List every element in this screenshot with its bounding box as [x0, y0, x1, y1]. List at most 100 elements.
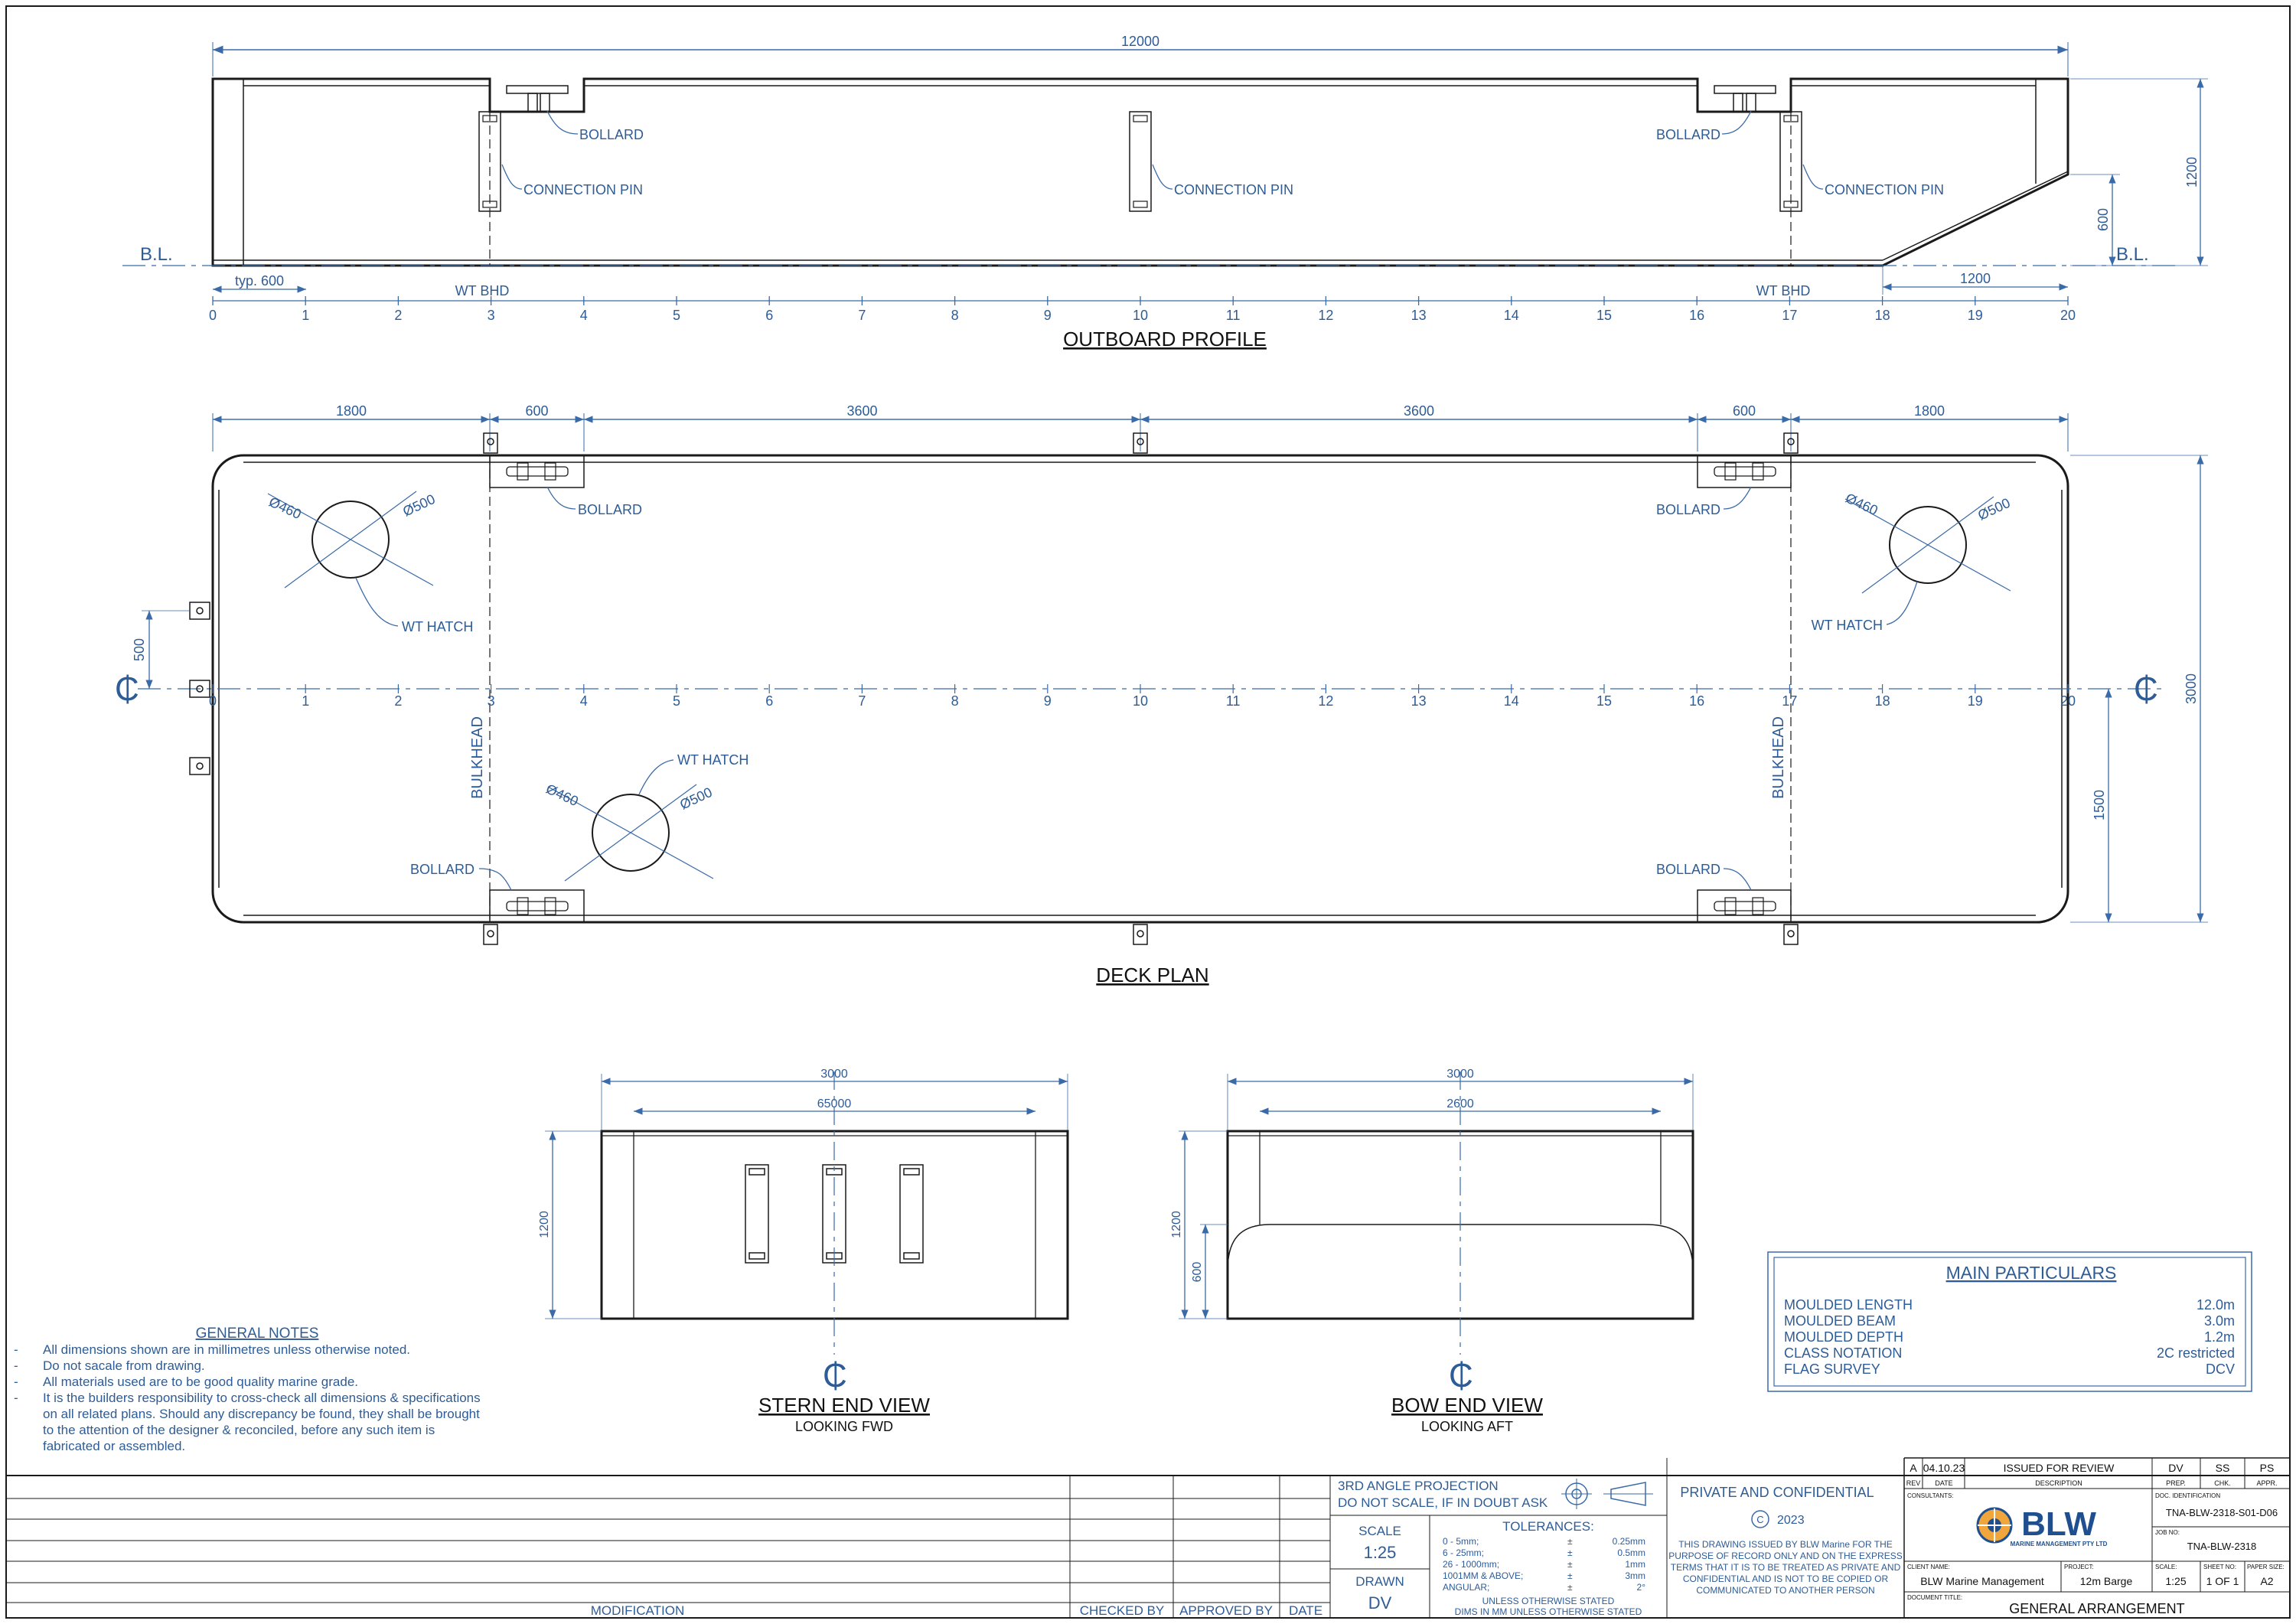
- drawn-label: DRAWN: [1355, 1574, 1404, 1589]
- stern-centerline-symbol: ₵: [823, 1357, 847, 1394]
- pin-offset-dim: 500: [132, 638, 147, 661]
- hatch-fwd-outer-dia: Ø500: [1975, 495, 2012, 523]
- particular-value-3: 2C restricted: [2157, 1345, 2235, 1361]
- deck-frame-15: 15: [1596, 693, 1612, 709]
- paper-label: PAPER SIZE:: [2247, 1564, 2285, 1570]
- height-dim: 1200: [2184, 157, 2200, 188]
- wt-bhd-fwd: WT BHD: [1756, 283, 1811, 298]
- deck-frame-9: 9: [1044, 693, 1052, 709]
- svg-text:-: -: [14, 1391, 18, 1405]
- deck-frame-20: 20: [2060, 693, 2076, 709]
- tolerance-note2: DIMS IN MM UNLESS OTHERWISE STATED: [1455, 1606, 1642, 1617]
- deck-bollard-label-4: BOLLARD: [1656, 862, 1720, 877]
- client-value: BLW Marine Management: [1920, 1575, 2044, 1587]
- bow-height-dim: 1200: [1170, 1211, 1183, 1238]
- particular-value-1: 3.0m: [2204, 1313, 2235, 1329]
- confidential-line-0: THIS DRAWING ISSUED BY BLW Marine FOR TH…: [1678, 1539, 1893, 1550]
- doc-id-value: TNA-BLW-2318-S01-D06: [2166, 1507, 2278, 1518]
- general-note-4: on all related plans. Should any discrep…: [43, 1407, 480, 1421]
- sheet-label: SHEET NO:: [2203, 1564, 2236, 1570]
- wt-hatch-aft: [267, 491, 434, 589]
- deck-frame-14: 14: [1504, 693, 1519, 709]
- paper-value: A2: [2260, 1575, 2273, 1587]
- particular-value-0: 12.0m: [2197, 1297, 2235, 1313]
- wt-hatch-center: [547, 784, 714, 882]
- svg-text:±: ±: [1567, 1570, 1573, 1581]
- tolerance-value-2: 1mm: [1625, 1559, 1645, 1570]
- deck-bollard-label-1: BOLLARD: [578, 502, 642, 517]
- deck-frame-1: 1: [302, 693, 309, 709]
- rev-prep: DV: [2168, 1462, 2183, 1474]
- svg-text:-: -: [14, 1358, 18, 1373]
- profile-frame-16: 16: [1689, 308, 1704, 323]
- tolerance-range-0: 0 - 5mm;: [1443, 1536, 1479, 1547]
- bollard-label-aft: BOLLARD: [579, 127, 644, 142]
- rake-length-dim: 1200: [1960, 271, 1991, 286]
- title-block: MODIFICATION CHECKED BY APPROVED BY DATE…: [6, 1457, 2290, 1618]
- beam-dim: 3000: [2183, 673, 2199, 704]
- connection-pin-label-aft: CONNECTION PIN: [523, 182, 643, 197]
- wt-hatch-label-center: WT HATCH: [677, 752, 748, 768]
- particular-label-0: MOULDED LENGTH: [1784, 1297, 1913, 1313]
- drawn-value: DV: [1368, 1593, 1392, 1613]
- hatch-center-inner-dia: Ø460: [543, 781, 580, 809]
- bulkhead-label-fwd: BULKHEAD: [1770, 716, 1787, 799]
- tolerance-range-2: 26 - 1000mm;: [1443, 1559, 1499, 1570]
- particular-value-4: DCV: [2206, 1361, 2235, 1377]
- deck-frame-19: 19: [1968, 693, 1983, 709]
- logo-text: BLW: [2021, 1505, 2096, 1543]
- project-label: PROJECT:: [2064, 1564, 2094, 1570]
- general-note-0: All dimensions shown are in millimetres …: [43, 1342, 410, 1357]
- confidential-line-3: CONFIDENTIAL AND IS NOT TO BE COPIED OR: [1683, 1573, 1889, 1584]
- deck-frame-16: 16: [1689, 693, 1704, 709]
- stern-height-dim: 1200: [538, 1211, 551, 1238]
- deck-bollard-label-2: BOLLARD: [1656, 502, 1720, 517]
- outboard-profile-title: OUTBOARD PROFILE: [1063, 328, 1267, 351]
- deck-spacing-2: 3600: [846, 403, 877, 419]
- deck-frame-3: 3: [488, 693, 495, 709]
- bollard-aft-profile: [506, 85, 569, 113]
- deck-spacing-0: 1800: [336, 403, 367, 419]
- checked-by-header: CHECKED BY: [1080, 1603, 1165, 1618]
- copyright-icon: [1751, 1510, 1769, 1528]
- stern-view-subtitle: LOOKING FWD: [795, 1419, 893, 1434]
- rev-description: ISSUED FOR REVIEW: [2004, 1462, 2115, 1474]
- connection-pin-label-fwd: CONNECTION PIN: [1825, 182, 1944, 197]
- deck-frame-7: 7: [858, 693, 866, 709]
- deck-frame-10: 10: [1133, 693, 1148, 709]
- rev-value: A: [1910, 1462, 1917, 1474]
- bow-end-view: 3000 2600 1200 600 ₵ BOW END VIEW LOOKIN…: [1170, 1068, 1694, 1434]
- centerline-symbol-aft: ₵: [115, 670, 139, 708]
- half-beam-dim: 1500: [2092, 790, 2107, 820]
- particular-label-2: MOULDED DEPTH: [1784, 1329, 1903, 1345]
- job-no-label: JOB NO:: [2155, 1529, 2180, 1536]
- particular-value-2: 1.2m: [2204, 1329, 2235, 1345]
- stern-view-title: STERN END VIEW: [758, 1394, 930, 1417]
- baseline-label-aft: B.L.: [140, 244, 173, 265]
- profile-frame-1: 1: [302, 308, 309, 323]
- baseline-label-fwd: B.L.: [2116, 244, 2149, 265]
- deck-bollard-aft-port: [489, 455, 585, 488]
- rev-appr: PS: [2260, 1462, 2275, 1474]
- desc-header: DESCRIPTION: [2035, 1479, 2082, 1487]
- confidential-line-4: COMMUNICATED TO ANOTHER PERSON: [1696, 1585, 1874, 1596]
- general-note-6: fabricated or assembled.: [43, 1439, 185, 1453]
- svg-text:-: -: [14, 1342, 18, 1357]
- svg-text:±: ±: [1567, 1536, 1573, 1547]
- bow-view-title: BOW END VIEW: [1391, 1394, 1543, 1417]
- connection-lugs: [189, 432, 1799, 945]
- doc-id-label: DOC. IDENTIFICATION: [2155, 1492, 2220, 1499]
- general-notes-title: GENERAL NOTES: [196, 1326, 319, 1342]
- projection-line2: DO NOT SCALE, IF IN DOUBT ASK: [1338, 1495, 1548, 1510]
- wt-hatch-label-aft: WT HATCH: [402, 619, 473, 634]
- client-label: CLIENT NAME:: [1907, 1564, 1950, 1570]
- particular-label-1: MOULDED BEAM: [1784, 1313, 1896, 1329]
- deck-frame-2: 2: [394, 693, 402, 709]
- profile-frame-8: 8: [951, 308, 959, 323]
- stern-end-view: 3000 65000 1200 ₵ STERN END VIEW LOOKING…: [538, 1068, 1069, 1434]
- tolerance-value-3: 3mm: [1625, 1570, 1645, 1581]
- particulars-title: MAIN PARTICULARS: [1946, 1263, 2117, 1283]
- deck-plan-title: DECK PLAN: [1096, 964, 1208, 986]
- deck-bollard-fwd-port: [1697, 455, 1792, 488]
